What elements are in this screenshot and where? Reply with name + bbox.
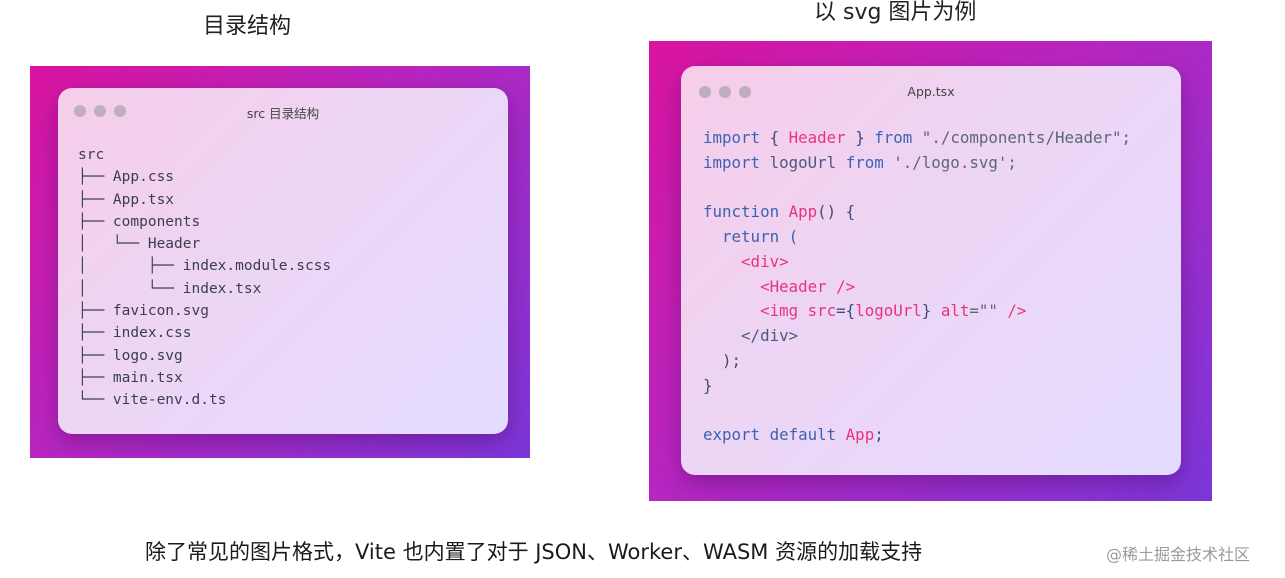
jsx-attribute: src xyxy=(798,301,837,321)
keyword: function xyxy=(703,202,780,222)
svg-example-heading: 以 svg 图片为例 xyxy=(814,0,977,25)
maximize-dot-icon xyxy=(114,105,126,117)
directory-tree: src ├── App.css ├── App.tsx ├── componen… xyxy=(78,147,332,409)
keyword: from xyxy=(845,152,884,172)
directory-structure-panel: src 目录结构 src ├── App.css ├── App.tsx ├──… xyxy=(30,66,530,458)
code-line-13: export default App; xyxy=(703,425,884,444)
jsx-tag: <div> xyxy=(741,251,789,271)
identifier: logoUrl xyxy=(760,152,846,172)
window-controls xyxy=(74,105,126,117)
indent xyxy=(703,277,760,296)
jsx-tag: <Header /> xyxy=(760,276,856,296)
identifier: logoUrl xyxy=(855,301,922,321)
code-line-10: ); xyxy=(703,350,742,370)
watermark: @稀土掘金技术社区 xyxy=(1106,545,1251,564)
directory-window-title: src 目录结构 xyxy=(246,106,320,121)
jsx-attribute: alt xyxy=(940,301,970,321)
indent xyxy=(703,301,760,320)
keyword: import xyxy=(703,128,761,147)
keyword: export default xyxy=(703,425,837,444)
string: ="" xyxy=(969,301,998,321)
code-line-7: <Header /> xyxy=(703,277,855,296)
jsx-tag: <img xyxy=(760,301,799,321)
code-example-panel: App.tsx import { Header } from "./compon… xyxy=(649,41,1212,501)
code-window: App.tsx import { Header } from "./compon… xyxy=(681,66,1181,475)
directory-window: src 目录结构 src ├── App.css ├── App.tsx ├──… xyxy=(58,88,508,434)
minimize-dot-icon xyxy=(719,86,731,98)
code-line-5: return ( xyxy=(703,227,799,246)
directory-structure-heading: 目录结构 xyxy=(203,14,292,39)
code-block: import { Header } from "./components/Hea… xyxy=(703,126,1131,448)
code-line-9: </div> xyxy=(703,326,799,345)
slide-caption: 除了常见的图片格式，Vite 也内置了对于 JSON、Worker、WASM 资… xyxy=(145,540,923,564)
string: './logo.svg'; xyxy=(883,152,1017,172)
punctuation: } xyxy=(845,128,875,147)
punctuation: ; xyxy=(874,425,884,444)
identifier: App xyxy=(836,425,875,444)
minimize-dot-icon xyxy=(94,105,106,117)
close-dot-icon xyxy=(699,86,711,98)
keyword: from xyxy=(874,128,913,147)
punctuation: () { xyxy=(817,202,856,222)
code-line-4: function App() { xyxy=(703,202,855,221)
code-line-6: <div> xyxy=(703,252,789,271)
string: "./components/Header"; xyxy=(912,128,1132,147)
close-dot-icon xyxy=(74,105,86,117)
code-line-11: } xyxy=(703,375,713,395)
code-window-title: App.tsx xyxy=(907,84,955,99)
indent xyxy=(703,252,741,271)
punctuation: } xyxy=(921,301,941,321)
jsx-tag: /> xyxy=(997,301,1027,321)
code-line-2: import logoUrl from './logo.svg'; xyxy=(703,153,1017,172)
code-line-1: import { Header } from "./components/Hea… xyxy=(703,128,1131,147)
maximize-dot-icon xyxy=(739,86,751,98)
window-controls xyxy=(699,86,751,98)
punctuation: { xyxy=(760,128,789,147)
punctuation: ={ xyxy=(836,301,856,321)
code-line-8: <img src={logoUrl} alt="" /> xyxy=(703,301,1026,320)
identifier: Header xyxy=(788,128,846,147)
function-name: App xyxy=(779,202,818,222)
keyword: import xyxy=(703,152,761,172)
